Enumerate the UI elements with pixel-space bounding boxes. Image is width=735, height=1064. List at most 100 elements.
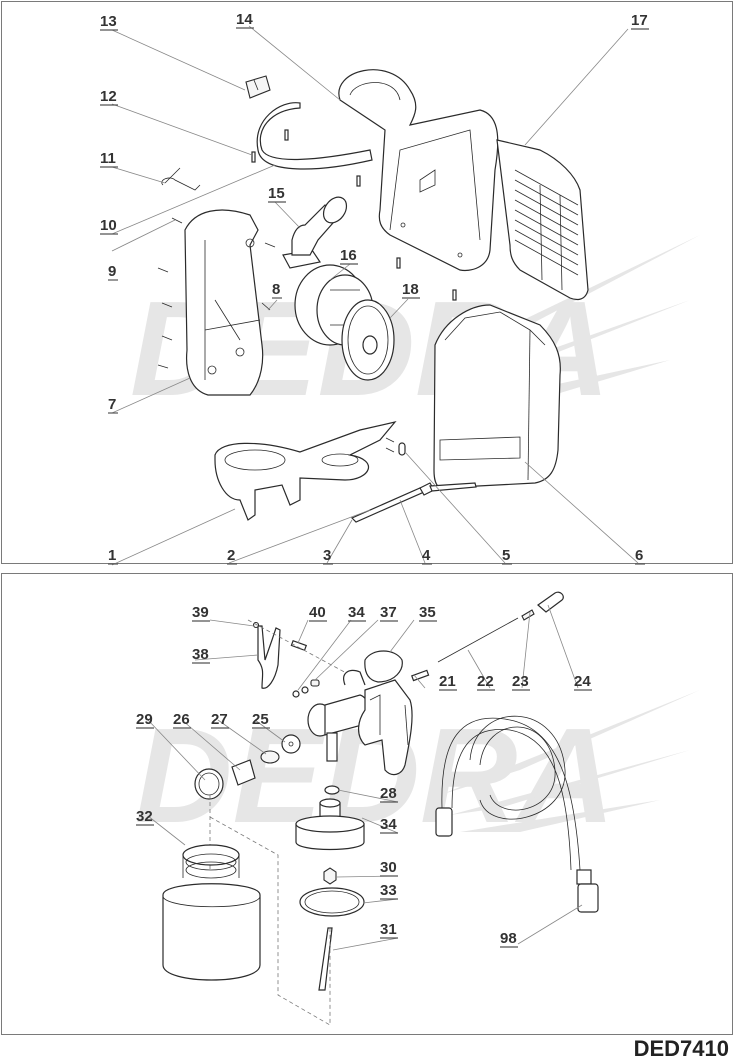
part-screw-12 — [251, 151, 256, 163]
callout-30: 30 — [380, 859, 398, 877]
part-trigger — [257, 625, 281, 689]
part-handle-housing — [338, 69, 499, 272]
callout-38: 38 — [192, 646, 210, 664]
callout-13: 13 — [100, 13, 118, 31]
callout-29: 29 — [136, 711, 154, 729]
part-hex-nut — [323, 867, 337, 885]
part-o-ring — [324, 785, 340, 795]
part-latch — [385, 437, 406, 456]
callout-32: 32 — [136, 808, 154, 826]
svg-text:16: 16 — [340, 247, 357, 264]
part-switch — [245, 75, 271, 99]
part-needle-assembly — [411, 591, 564, 682]
assembly-line — [209, 795, 331, 1026]
callout-39: 39 — [192, 604, 210, 622]
part-air-hose — [435, 715, 599, 913]
svg-text:9: 9 — [108, 263, 116, 280]
callout-40: 40 — [309, 604, 327, 622]
callout-23: 23 — [512, 673, 530, 691]
svg-text:18: 18 — [402, 281, 419, 298]
callout-4: 4 — [422, 547, 432, 565]
callout-33: 33 — [380, 882, 398, 900]
svg-text:40: 40 — [309, 604, 326, 621]
callout-2: 2 — [227, 547, 237, 565]
part-suction-tube — [318, 927, 333, 991]
part-lid-seal — [299, 887, 365, 917]
part-washers — [292, 679, 320, 698]
callout-7: 7 — [108, 396, 118, 414]
part-elbow — [282, 196, 348, 269]
svg-text:98: 98 — [500, 930, 517, 947]
model-code: DED7410 — [633, 1036, 729, 1061]
part-spring — [521, 609, 535, 621]
svg-text:31: 31 — [380, 921, 397, 938]
part-screws-column — [157, 217, 276, 369]
callout-leaders — [111, 25, 639, 951]
callout-1: 1 — [108, 547, 118, 565]
callout-6: 6 — [635, 547, 645, 565]
svg-text:34: 34 — [380, 816, 397, 833]
part-fan — [341, 299, 395, 381]
part-housing-half — [184, 209, 264, 396]
part-gun-body — [307, 650, 413, 776]
callout-5: 5 — [502, 547, 512, 565]
svg-text:27: 27 — [211, 711, 228, 728]
part-screw — [284, 129, 289, 141]
svg-text:10: 10 — [100, 217, 117, 234]
part-knob — [537, 591, 564, 613]
callout-37: 37 — [380, 604, 398, 622]
svg-text:38: 38 — [192, 646, 209, 663]
callout-31: 31 — [380, 921, 398, 939]
svg-text:30: 30 — [380, 859, 397, 876]
svg-text:28: 28 — [380, 785, 397, 802]
callout-24: 24 — [574, 673, 592, 691]
part-front-cover — [433, 304, 561, 489]
callout-8: 8 — [272, 281, 282, 299]
callout-34-lid: 34 — [380, 816, 398, 834]
callout-17: 17 — [631, 12, 649, 30]
callout-10: 10 — [100, 217, 118, 235]
svg-text:21: 21 — [439, 673, 456, 690]
spray-gun-panel — [1, 573, 733, 1035]
svg-text:25: 25 — [252, 711, 269, 728]
part-container-lid — [295, 798, 365, 851]
callout-35: 35 — [419, 604, 437, 622]
svg-text:22: 22 — [477, 673, 494, 690]
callout-3: 3 — [323, 547, 333, 565]
part-clip — [161, 167, 201, 191]
svg-text:5: 5 — [502, 547, 510, 564]
callout-15: 15 — [268, 185, 286, 203]
part-container — [162, 844, 261, 981]
svg-text:37: 37 — [380, 604, 397, 621]
svg-text:17: 17 — [631, 12, 648, 29]
svg-text:39: 39 — [192, 604, 209, 621]
svg-text:29: 29 — [136, 711, 153, 728]
svg-text:14: 14 — [236, 11, 253, 28]
part-base — [214, 421, 397, 521]
callout-14: 14 — [236, 11, 254, 29]
callout-34-washer: 34 — [348, 604, 366, 622]
svg-text:2: 2 — [227, 547, 235, 564]
callout-11: 11 — [100, 150, 118, 168]
svg-text:7: 7 — [108, 396, 116, 413]
callout-21: 21 — [439, 673, 457, 691]
svg-text:1: 1 — [108, 547, 116, 564]
svg-text:11: 11 — [100, 150, 116, 167]
callout-16: 16 — [340, 247, 358, 265]
axis-line — [247, 619, 351, 676]
svg-text:33: 33 — [380, 882, 397, 899]
svg-text:8: 8 — [272, 281, 280, 298]
callout-26: 26 — [173, 711, 191, 729]
svg-text:35: 35 — [419, 604, 436, 621]
callout-25: 25 — [252, 711, 270, 729]
svg-text:12: 12 — [100, 88, 117, 105]
part-screw — [356, 175, 361, 187]
svg-text:13: 13 — [100, 13, 117, 30]
part-screw — [452, 289, 457, 301]
svg-text:4: 4 — [422, 547, 431, 564]
part-hose-holder — [256, 102, 373, 170]
svg-text:26: 26 — [173, 711, 190, 728]
callout-27: 27 — [211, 711, 229, 729]
callout-98: 98 — [500, 930, 518, 948]
part-needle — [437, 617, 519, 663]
